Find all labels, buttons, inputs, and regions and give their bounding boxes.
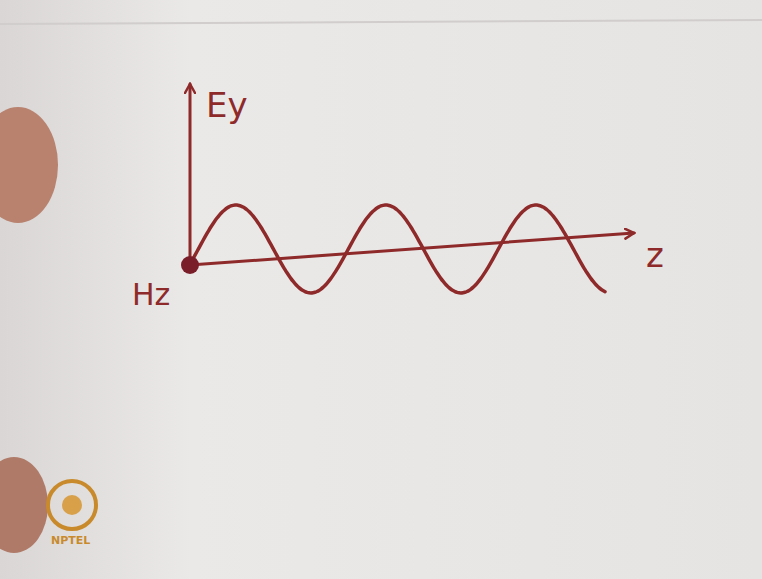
axis-label: z bbox=[646, 238, 664, 272]
logo-ring bbox=[48, 481, 96, 529]
finger bbox=[0, 457, 48, 553]
axis-label: Ey bbox=[206, 88, 248, 122]
logo-center bbox=[62, 495, 82, 515]
paper-fold bbox=[0, 20, 762, 24]
watermark: NPTEL bbox=[51, 535, 90, 546]
finger bbox=[0, 107, 58, 223]
y-axis bbox=[189, 84, 192, 265]
field-dot bbox=[181, 256, 199, 274]
sine-wave bbox=[191, 205, 605, 293]
field-label: Hz bbox=[132, 280, 170, 310]
